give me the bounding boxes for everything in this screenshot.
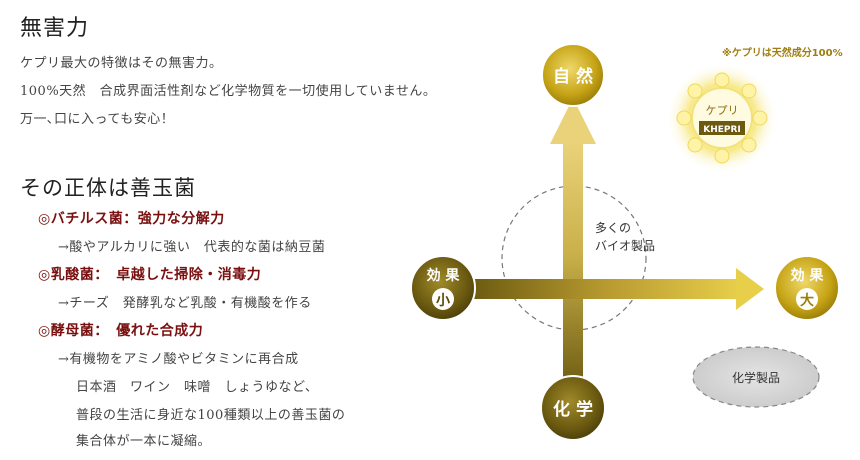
center-label-2: バイオ製品 — [595, 239, 655, 253]
effect-small-circle: 効 果 小 — [410, 255, 476, 321]
item-bacillus-desc: →酸やアルカリに強い 代表的な菌は納豆菌 — [58, 240, 326, 255]
khepri-badge: ケプリ KHEPRI — [666, 62, 778, 174]
item-yeast-desc-3: 普段の生活に身近な100種類以上の善玉菌の — [76, 408, 346, 423]
effect-large-top: 効 果 — [791, 267, 825, 284]
effect-large-big: 大 — [800, 292, 814, 309]
positioning-diagram: 多くの バイオ製品 自 然 化 学 効 果 小 効 果 大 化学製品 ※ケプリは… — [410, 43, 843, 441]
heading-harmlessness: 無害力 — [20, 16, 90, 41]
effect-large-circle: 効 果 大 — [774, 255, 840, 321]
item-yeast-desc-2: 日本酒 ワイン 味噌 しょうゆなど、 — [76, 380, 319, 395]
badge-jp-label: ケプリ — [706, 104, 739, 117]
natural-note: ※ケプリは天然成分100% — [722, 46, 843, 59]
vertical-arrow — [550, 98, 596, 392]
badge-en-label: KHEPRI — [703, 125, 741, 135]
chemical-products-label: 化学製品 — [732, 370, 780, 385]
item-lactic-desc: →チーズ 発酵乳など乳酸・有機酸を作る — [58, 296, 312, 311]
natural-label: 自 然 — [553, 66, 593, 87]
para-line-1: ケプリ最大の特徴はその無害力。 — [20, 56, 223, 71]
para-line-3: 万一､口に入っても安心！ — [20, 112, 175, 127]
item-yeast-desc-4: 集合体が一本に凝縮。 — [76, 434, 212, 449]
text-panel: 無害力 ケプリ最大の特徴はその無害力。 100%天然 合成界面活性剤など化学物質… — [20, 16, 437, 449]
heading-good-bacteria: その正体は善玉菌 — [20, 176, 196, 200]
item-bacillus-title: ◎バチルス菌：強力な分解力 — [38, 211, 225, 227]
chemical-label: 化 学 — [553, 399, 593, 420]
horizontal-arrow — [470, 268, 764, 310]
natural-circle: 自 然 — [541, 43, 605, 107]
effect-small-top: 効 果 — [427, 267, 461, 284]
item-yeast-title: ◎酵母菌： 優れた合成力 — [38, 323, 204, 339]
chemical-products-ellipse: 化学製品 — [692, 346, 820, 408]
para-line-2: 100%天然 合成界面活性剤など化学物質を一切使用していません。 — [20, 84, 437, 99]
effect-small-big: 小 — [436, 293, 450, 309]
center-label-1: 多くの — [595, 221, 631, 235]
item-lactic-title: ◎乳酸菌： 卓越した掃除・消毒力 — [38, 267, 262, 283]
chemical-circle: 化 学 — [540, 375, 606, 441]
item-yeast-desc-1: →有機物をアミノ酸やビタミンに再合成 — [58, 352, 299, 367]
